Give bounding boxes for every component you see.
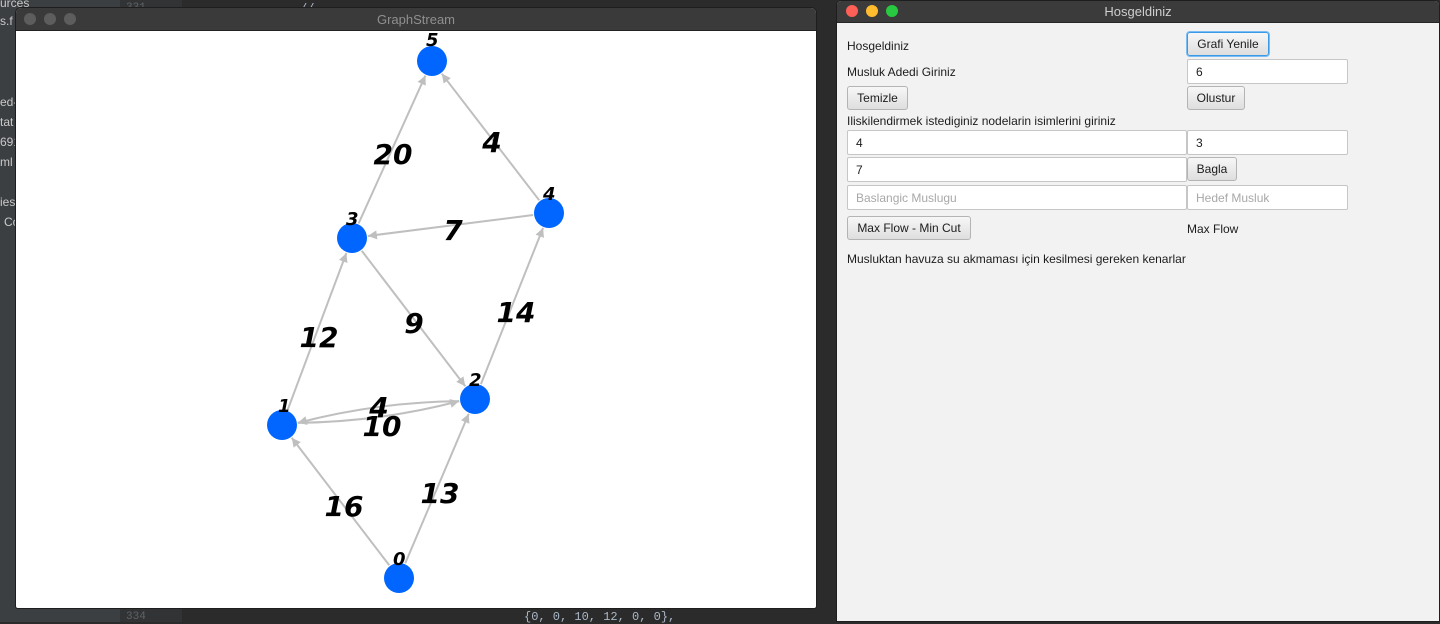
graph-node-2[interactable] <box>460 384 490 414</box>
minimize-icon[interactable] <box>44 13 56 25</box>
code-line: {0, 0, 10, 12, 0, 0}, <box>524 610 676 624</box>
graph-edge-1-3 <box>286 252 348 411</box>
relation-label: Iliskilendirmek istediginiz nodelarin is… <box>847 114 1116 128</box>
ide-fragment: ies <box>0 195 16 209</box>
graph-edge-0-1 <box>290 437 391 566</box>
hosgeldiniz-window: Hosgeldiniz Hosgeldiniz Grafi Yenile Mus… <box>836 0 1440 622</box>
node-label: 2 <box>469 370 482 391</box>
capacity-field[interactable] <box>847 157 1187 182</box>
graph-node-4[interactable] <box>534 198 564 228</box>
edge-weight-label: 10 <box>363 410 402 443</box>
connect-button[interactable]: Bagla <box>1187 157 1237 181</box>
hosgeldiniz-titlebar[interactable]: Hosgeldiniz <box>837 1 1439 23</box>
node-label: 4 <box>542 184 556 205</box>
ide-fragment: s.f <box>0 14 13 28</box>
edge-weight-label: 9 <box>404 307 423 340</box>
graph-node-5[interactable] <box>417 46 447 76</box>
maximize-icon[interactable] <box>64 13 76 25</box>
edge-weight-label: 7 <box>443 214 463 247</box>
cut-edges-label: Musluktan havuza su akmaması için kesilm… <box>847 252 1186 266</box>
ide-fragment: Co <box>4 215 20 229</box>
target-faucet-field[interactable] <box>1187 185 1348 210</box>
graph-edge-2-4 <box>479 227 545 385</box>
faucet-count-field[interactable] <box>1187 59 1348 84</box>
from-node-field[interactable] <box>847 130 1187 155</box>
edge-weight-label: 4 <box>481 126 501 159</box>
node-label: 1 <box>278 396 291 417</box>
graph-edge-1-2 <box>297 399 460 424</box>
maximize-icon[interactable] <box>886 5 898 17</box>
edge-weight-label: 14 <box>497 296 536 329</box>
ide-fragment: ed- <box>0 95 18 109</box>
graph-node-1[interactable] <box>267 410 297 440</box>
graph-edge-3-2 <box>360 250 467 387</box>
line-number: 334 <box>126 611 146 623</box>
to-node-field[interactable] <box>1187 130 1348 155</box>
ide-fragment: tat <box>0 115 14 129</box>
clear-button[interactable]: Temizle <box>847 86 908 110</box>
ide-fragment: ml <box>0 155 13 169</box>
close-icon[interactable] <box>24 13 36 25</box>
edge-weight-label: 12 <box>300 321 339 354</box>
faucet-count-label: Musluk Adedi Giriniz <box>847 65 956 79</box>
edge-weight-label: 20 <box>374 138 413 171</box>
node-label: 5 <box>426 30 439 51</box>
max-flow-min-cut-button[interactable]: Max Flow - Min Cut <box>847 216 971 240</box>
graph-edge-0-2 <box>404 413 470 564</box>
edge-weight-label: 16 <box>325 490 364 523</box>
refresh-graph-button[interactable]: Grafi Yenile <box>1187 32 1269 56</box>
graphstream-title: GraphStream <box>376 12 456 27</box>
graphstream-titlebar[interactable]: GraphStream <box>16 8 816 31</box>
graph-edge-2-1 <box>297 400 460 425</box>
node-label: 0 <box>393 549 406 570</box>
ide-fragment: urces <box>0 0 30 10</box>
node-label: 3 <box>346 209 359 230</box>
graph-node-3[interactable] <box>337 223 367 253</box>
create-button[interactable]: Olustur <box>1187 86 1245 110</box>
graph-edge-4-5 <box>440 73 541 201</box>
graph-node-0[interactable] <box>384 563 414 593</box>
close-icon[interactable] <box>846 5 858 17</box>
graph-edge-4-3 <box>367 214 534 240</box>
edge-weight-label: 4 <box>368 391 388 424</box>
welcome-label: Hosgeldiniz <box>847 39 910 53</box>
graph-edge-3-5 <box>357 75 427 224</box>
ide-fragment: 691 <box>0 135 21 149</box>
source-faucet-field[interactable] <box>847 185 1187 210</box>
edge-weight-label: 13 <box>421 477 460 510</box>
window-title: Hosgeldiniz <box>1104 4 1172 19</box>
max-flow-label: Max Flow <box>1187 222 1239 236</box>
minimize-icon[interactable] <box>866 5 878 17</box>
